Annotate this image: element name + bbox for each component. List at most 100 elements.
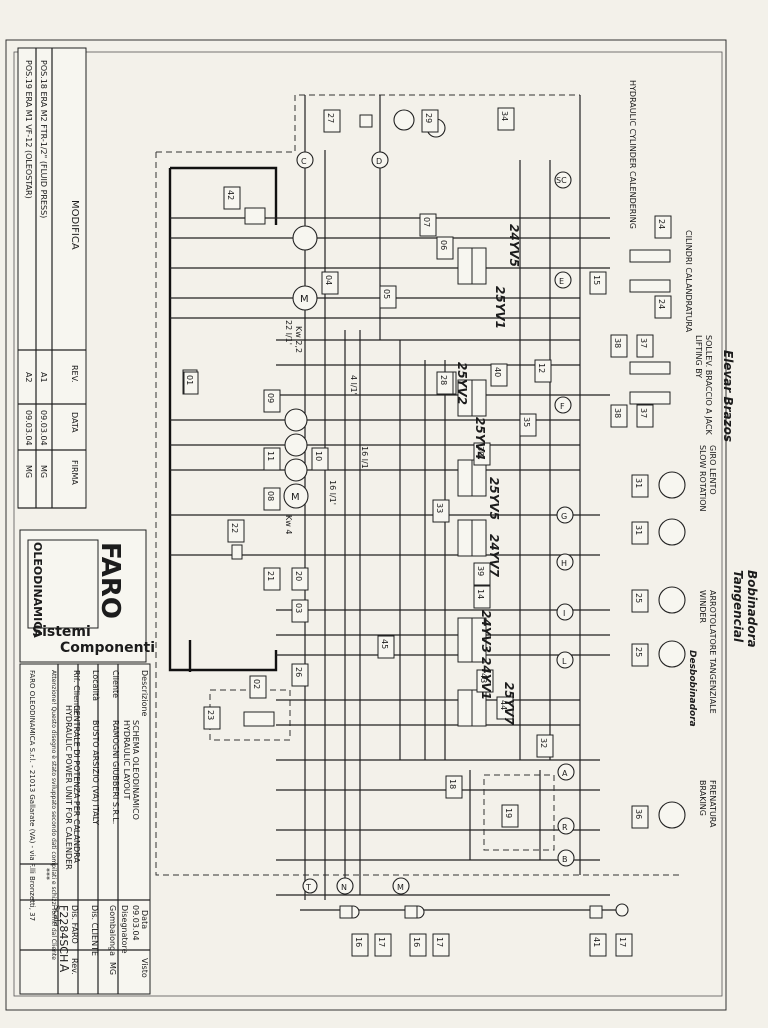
svg-text:17: 17: [618, 937, 627, 947]
assembly-boundary-left: [155, 152, 680, 876]
notice-text: Attenzione! Questo disegno è stato svilu…: [50, 670, 57, 960]
mod-row-2-text: POS.19 ERA M1 VF-12 (OLEOSTAR): [24, 60, 33, 199]
mod-row-1-rev: A1: [39, 372, 48, 383]
svg-text:45: 45: [380, 639, 389, 649]
svg-text:25YV2: 25YV2: [455, 362, 469, 405]
svg-text:02: 02: [252, 679, 261, 689]
tag-37b: [636, 404, 654, 428]
svg-text:WINDER: WINDER: [698, 590, 707, 623]
tag-05: [379, 285, 397, 309]
svg-text:28: 28: [439, 375, 448, 385]
svg-text:Tangencial: Tangencial: [731, 570, 745, 643]
tank-outline: [168, 168, 278, 672]
svg-text:11: 11: [266, 451, 275, 461]
pump-10-icon: [284, 433, 308, 457]
svg-text:M: M: [397, 883, 404, 892]
tag-12: [534, 359, 552, 383]
pump-09-icon: [284, 408, 308, 432]
designer-label: Disegnatore: [120, 905, 129, 954]
tag-07: [419, 213, 437, 237]
hydraulic-lines: [170, 217, 620, 911]
tag-32: [536, 734, 554, 758]
svg-text:03: 03: [294, 603, 303, 613]
tag-17b: [432, 933, 450, 957]
tag-27: [323, 109, 341, 133]
svg-text:G: G: [561, 512, 567, 521]
svg-text:H: H: [561, 559, 567, 568]
svg-text:15: 15: [592, 275, 601, 285]
tag-29: [421, 109, 439, 133]
mod-title: MODIFICA: [69, 200, 80, 250]
svg-text:43: 43: [479, 673, 488, 683]
motor-2-icon: [283, 483, 309, 509]
tag-03: [291, 599, 309, 623]
tag-25b: [631, 643, 649, 667]
tag-45: [377, 635, 395, 659]
pump-11-icon: [284, 458, 308, 482]
cylinder-24a-icon: [629, 249, 671, 263]
tag-24a: [654, 215, 672, 239]
svg-text:33: 33: [435, 503, 444, 513]
modification-table: MODIFICA POS.18 ERA M2 FTR-1/2" (FLUID P…: [17, 47, 87, 509]
svg-text:B: B: [562, 855, 568, 864]
svg-text:38: 38: [613, 408, 622, 418]
descr-en-value: HYDRAULIC LAYOUT: [122, 720, 131, 800]
rev-label: Rev.: [70, 958, 79, 975]
svg-text:09: 09: [266, 393, 275, 403]
svg-text:M: M: [291, 492, 300, 503]
svg-text:N: N: [341, 883, 347, 892]
mod-row-2-rev: A2: [24, 372, 33, 383]
pumps-and-motors: M M D C SC E F G H I L A R B N M T: [283, 109, 686, 919]
tag-28: [436, 371, 454, 395]
tag-30: [473, 442, 491, 466]
tag-21: [263, 567, 281, 591]
svg-text:27: 27: [326, 113, 335, 123]
svg-text:25YV4: 25YV4: [473, 417, 487, 460]
svg-text:R: R: [562, 823, 568, 832]
svg-text:CILINDRI CALANDRATURA: CILINDRI CALANDRATURA: [684, 230, 693, 333]
mod-rev-header: REV.: [70, 365, 79, 383]
svg-text:36: 36: [634, 809, 643, 819]
code-value: F2284SCH: [57, 905, 70, 962]
svg-text:25: 25: [634, 647, 643, 657]
tag-15: [589, 271, 607, 295]
svg-text:42: 42: [226, 190, 235, 200]
svg-text:Bobinadora: Bobinadora: [745, 570, 759, 648]
brand-logo: FARO: [95, 542, 125, 619]
ref-en-value: HYDRAULIC POWER UNIT FOR CALENDER: [64, 705, 73, 870]
mod-row-2-date: 09.03.04: [24, 410, 33, 446]
svg-text:04: 04: [324, 275, 333, 285]
svg-text:Kw 4: Kw 4: [284, 515, 293, 534]
svg-text:GIRO LENTO: GIRO LENTO: [708, 445, 717, 495]
svg-text:37: 37: [639, 338, 648, 348]
check-value: MG: [108, 962, 117, 975]
tag-17c: [615, 933, 633, 957]
svg-text:32: 32: [539, 738, 548, 748]
svg-text:20: 20: [294, 571, 303, 581]
svg-text:23: 23: [206, 710, 215, 720]
function-labels: CILINDRI CALANDRATURA HYDRAULIC CYLINDER…: [628, 80, 717, 828]
descr-label: Descrizione: [140, 670, 149, 717]
svg-text:37: 37: [639, 408, 648, 418]
tag-26: [291, 663, 309, 687]
tag-20: [291, 567, 309, 591]
descr-value: SCHEMA OLEODINAMICO: [131, 720, 140, 820]
scale-label: Scala: [52, 905, 61, 927]
tag-40: [490, 363, 508, 387]
svg-text:17: 17: [377, 937, 386, 947]
svg-text:24YV7: 24YV7: [487, 534, 501, 578]
mod-row-2-sig: MG: [24, 465, 33, 478]
svg-text:SOLLEV. BRACCIO A JACK: SOLLEV. BRACCIO A JACK: [704, 335, 713, 435]
cylinder-37b-icon: [629, 391, 671, 405]
client-value: RAMOGNI GIUBBERI S.R.L.: [111, 720, 120, 824]
svg-text:22 l/1': 22 l/1': [284, 320, 293, 345]
tag-09: [263, 389, 281, 413]
svg-text:25YV5: 25YV5: [487, 477, 501, 520]
svg-text:BRAKING: BRAKING: [698, 780, 707, 816]
mod-date-header: DATA: [70, 412, 79, 433]
svg-text:01: 01: [185, 375, 194, 385]
svg-text:24YV1: 24YV1: [479, 657, 493, 700]
tag-37a: [636, 334, 654, 358]
